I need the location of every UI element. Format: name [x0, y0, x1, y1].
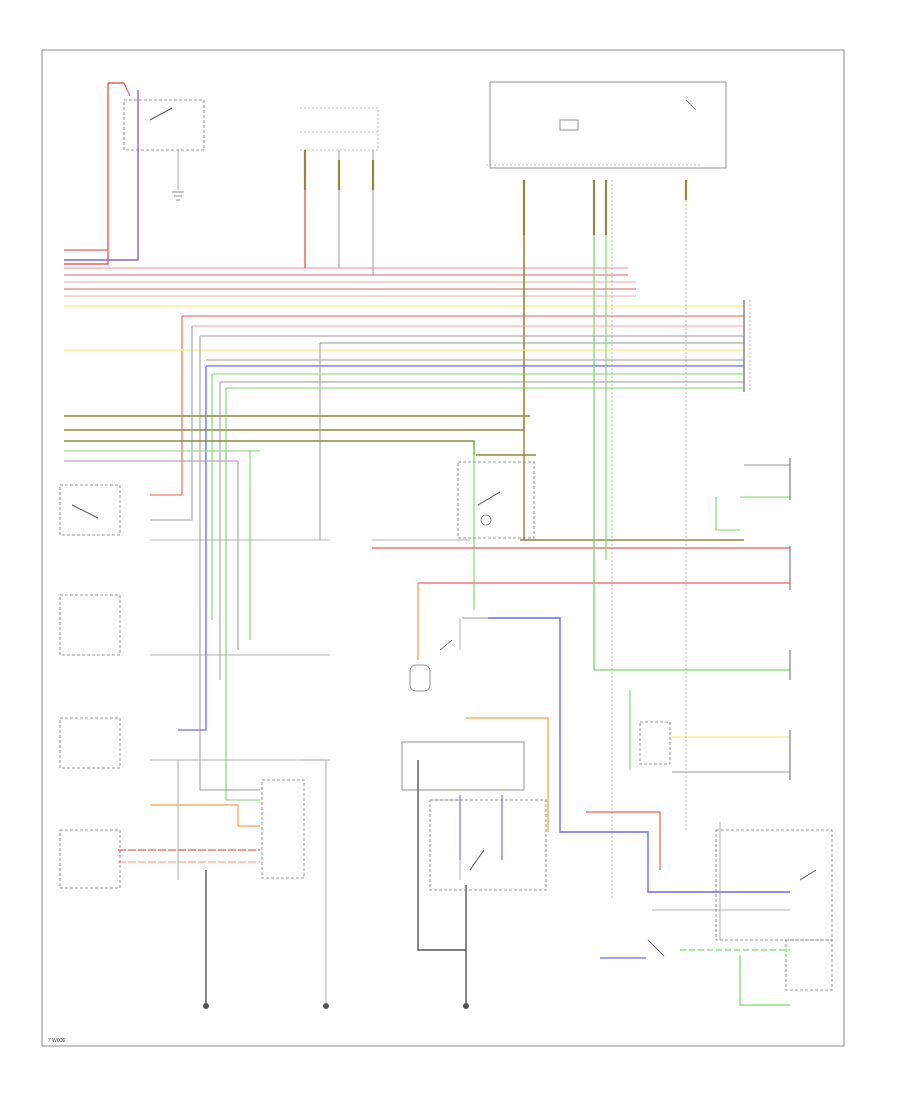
lower-relay-box	[261, 779, 305, 879]
switch-cluster-2	[59, 594, 121, 656]
ground-symbol-2	[323, 1003, 329, 1009]
right-lower-module	[715, 829, 833, 941]
switch-cluster-4	[59, 829, 121, 889]
switch-cluster-3	[59, 717, 121, 769]
center-lower-unit	[429, 799, 547, 891]
diagram-border	[41, 49, 845, 1047]
control-module-top	[489, 81, 727, 169]
switch-cluster-1	[59, 484, 121, 536]
center-relay	[457, 461, 535, 539]
center-control-unit	[401, 741, 525, 791]
wire-harness	[64, 82, 790, 1006]
right-bottom-connector	[785, 939, 833, 991]
ground-symbol-1	[203, 1003, 209, 1009]
components	[59, 81, 833, 1009]
footer-code: 7 W006	[48, 1038, 65, 1044]
ground-symbol-3	[463, 1003, 469, 1009]
top-left-switch	[123, 99, 205, 151]
